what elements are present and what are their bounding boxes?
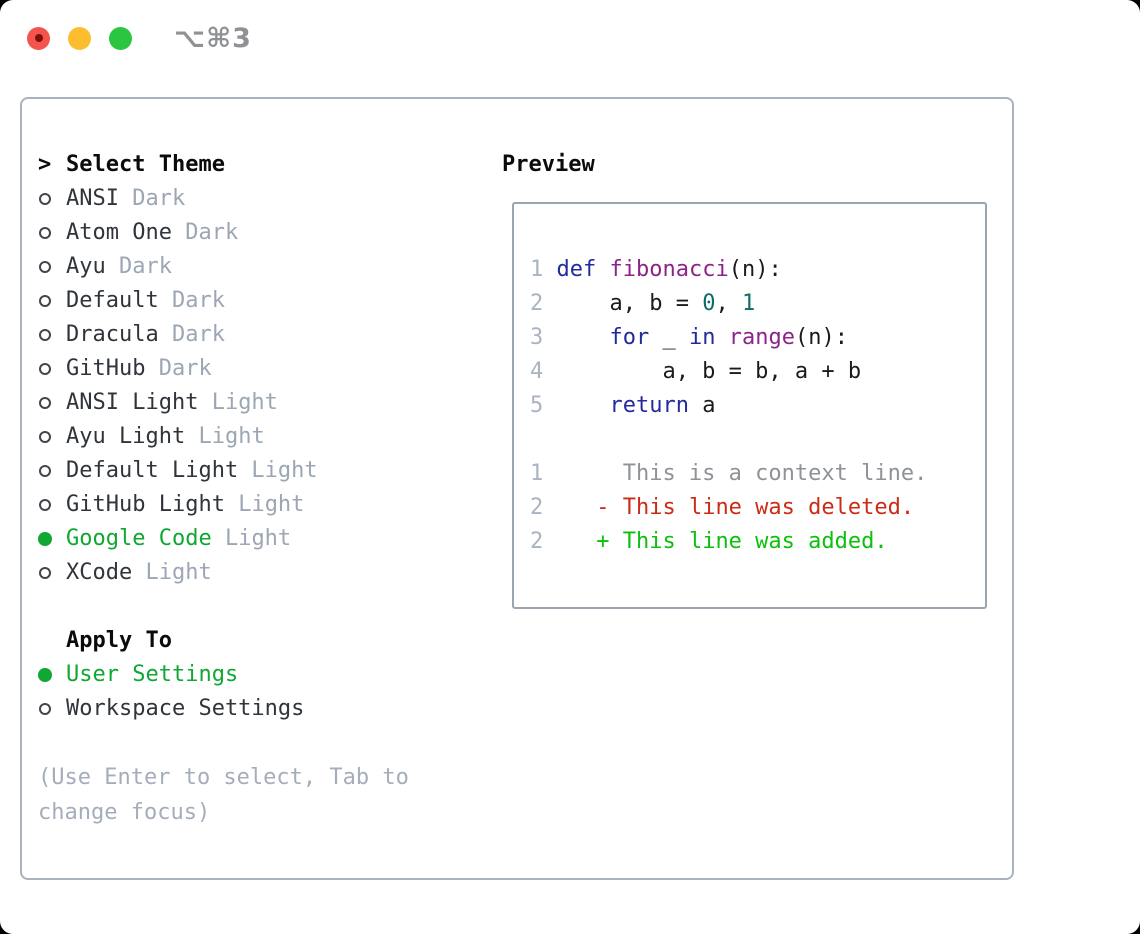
line-number: 1 — [530, 257, 544, 282]
radio-unselected-icon — [39, 363, 51, 375]
radio-unselected-icon — [39, 431, 51, 443]
preview-line: 3 for _ in range(n): — [530, 325, 848, 350]
option-label: Default — [66, 288, 159, 313]
radio-unselected-icon — [39, 295, 51, 307]
cursor-icon: > — [38, 152, 52, 177]
theme-option-github-light-light[interactable]: GitHub Light Light — [38, 488, 409, 522]
theme-option-ayu-light-light[interactable]: Ayu Light Light — [38, 420, 409, 454]
option-variant-label: Dark — [145, 356, 212, 381]
apply-option-workspace-settings[interactable]: Workspace Settings — [38, 692, 409, 726]
preview-header: Preview — [502, 152, 595, 177]
theme-option-dracula-dark[interactable]: Dracula Dark — [38, 318, 409, 352]
line-number: 3 — [530, 325, 544, 350]
option-label: XCode — [66, 560, 133, 585]
theme-option-default-light-light[interactable]: Default Light Light — [38, 454, 409, 488]
option-variant-label: Light — [132, 560, 212, 585]
option-label: Google Code — [66, 526, 212, 551]
apply-to-header: Apply To — [38, 624, 409, 658]
help-text: (Use Enter to select, Tab to change focus… — [38, 760, 409, 830]
preview-line: 1 This is a context line. — [530, 461, 928, 486]
option-variant-label: Dark — [171, 220, 239, 245]
option-label: ANSI — [66, 186, 119, 211]
spacer — [38, 726, 409, 760]
theme-option-ansi-dark[interactable]: ANSI Dark — [38, 182, 409, 216]
line-number: 2 — [530, 529, 544, 554]
radio-unselected-icon — [39, 227, 51, 239]
window-title: ⌥⌘3 — [174, 22, 252, 54]
line-number: 4 — [530, 359, 544, 384]
option-label: Default Light — [66, 458, 239, 483]
apply-option-user-settings[interactable]: User Settings — [38, 658, 409, 692]
option-label: Atom One — [66, 220, 172, 245]
radio-unselected-icon — [39, 703, 51, 715]
option-label: Ayu Light — [66, 424, 186, 449]
help-text-line: (Use Enter to select, Tab to — [38, 765, 409, 790]
option-label: GitHub Light — [66, 492, 225, 517]
radio-unselected-icon — [39, 261, 51, 273]
radio-unselected-icon — [39, 567, 51, 579]
radio-unselected-icon — [39, 397, 51, 409]
line-number: 1 — [530, 461, 544, 486]
line-number: 5 — [530, 393, 544, 418]
theme-option-google-code-light[interactable]: Google Code Light — [38, 522, 409, 556]
select-theme-header: > Select Theme — [38, 148, 409, 182]
spacer — [38, 590, 409, 624]
preview-line: 2 + This line was added. — [530, 529, 888, 554]
theme-option-default-dark[interactable]: Default Dark — [38, 284, 409, 318]
preview-line: 2 - This line was deleted. — [530, 495, 915, 520]
radio-selected-icon — [38, 532, 52, 546]
option-label: Workspace Settings — [66, 696, 305, 721]
titlebar: ⌥⌘3 — [0, 0, 1140, 76]
option-label: Dracula — [66, 322, 159, 347]
apply-to-header-label: Apply To — [66, 628, 172, 653]
option-variant-label: Dark — [158, 288, 225, 313]
theme-option-ayu-dark[interactable]: Ayu Dark — [38, 250, 409, 284]
help-text-line: change focus) — [38, 800, 211, 825]
option-variant-label: Light — [224, 492, 305, 517]
radio-selected-icon — [38, 668, 52, 682]
close-button[interactable] — [27, 26, 50, 50]
line-number: 2 — [530, 291, 544, 316]
radio-unselected-icon — [39, 329, 51, 341]
option-variant-label: Light — [185, 424, 265, 449]
radio-unselected-icon — [39, 499, 51, 511]
option-variant-label: Dark — [105, 254, 172, 279]
option-variant-label: Light — [238, 458, 318, 483]
option-label: Ayu — [66, 254, 106, 279]
zoom-button[interactable] — [109, 26, 132, 50]
line-number: 2 — [530, 495, 544, 520]
preview-line: 4 a, b = b, a + b — [530, 359, 862, 384]
preview-line: 5 return a — [530, 393, 716, 418]
radio-unselected-icon — [39, 465, 51, 477]
preview-line: 2 a, b = 0, 1 — [530, 291, 756, 316]
option-variant-label: Dark — [118, 186, 186, 211]
option-variant-label: Light — [198, 390, 278, 415]
option-label: GitHub — [66, 356, 146, 381]
option-variant-label: Dark — [158, 322, 225, 347]
option-variant-label: Light — [211, 526, 292, 551]
theme-option-atom-one-dark[interactable]: Atom One Dark — [38, 216, 409, 250]
select-theme-header-label: Select Theme — [66, 152, 225, 177]
radio-unselected-icon — [39, 193, 51, 205]
theme-option-xcode-light[interactable]: XCode Light — [38, 556, 409, 590]
theme-option-ansi-light-light[interactable]: ANSI Light Light — [38, 386, 409, 420]
option-label: ANSI Light — [66, 390, 199, 415]
preview-line — [530, 423, 927, 457]
theme-option-github-dark[interactable]: GitHub Dark — [38, 352, 409, 386]
option-label: User Settings — [66, 662, 239, 687]
minimize-button[interactable] — [68, 26, 91, 50]
